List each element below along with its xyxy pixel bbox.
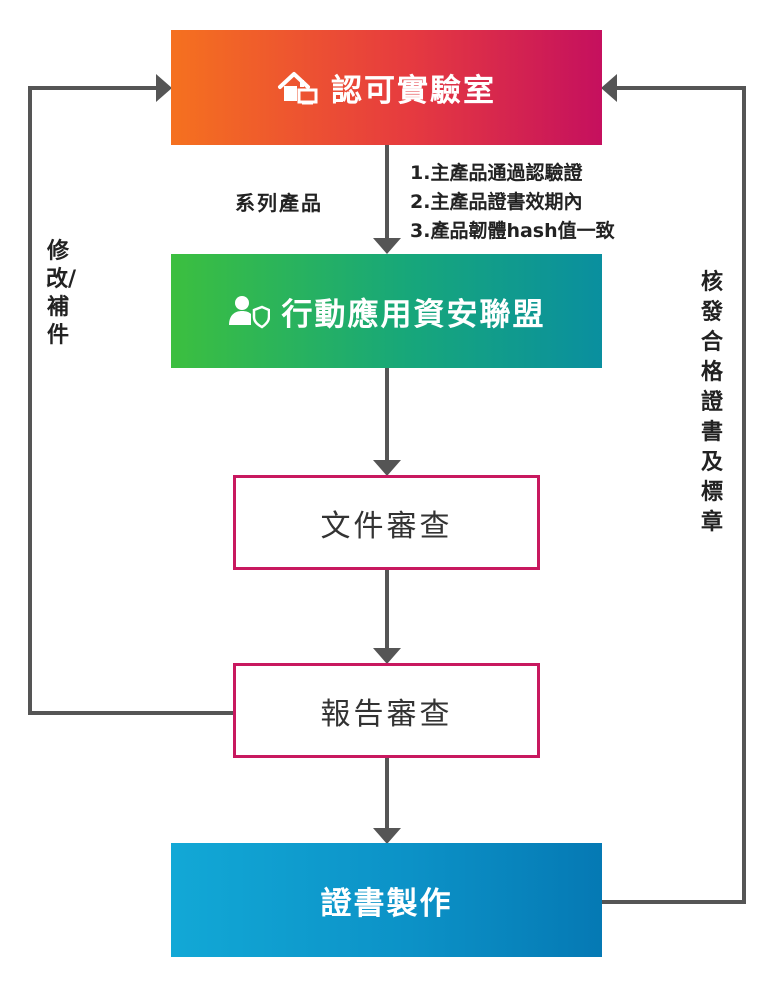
node-certificate-production-label: 證書製作: [320, 885, 453, 922]
house-icon: [277, 70, 319, 106]
user-shield-icon: [228, 293, 270, 329]
feedback-label: 修改/補件: [46, 239, 77, 348]
arrowhead-doc: [373, 460, 401, 476]
condition-item: 1.主產品通過認驗證: [410, 162, 583, 184]
issue-loop-line: [602, 86, 746, 904]
arrowhead-alliance: [373, 238, 401, 254]
node-accredited-lab-label: 認可實驗室: [331, 73, 496, 109]
arrowhead-cert: [373, 828, 401, 844]
condition-item: 2.主產品證書效期內: [410, 191, 583, 213]
arrowhead-report: [373, 648, 401, 664]
node-report-review-label: 報告審查: [320, 696, 453, 732]
issue-certificate-label: 核發合格證書及標章: [700, 270, 723, 535]
node-security-alliance: 行動應用資安聯盟: [171, 254, 602, 368]
arrowhead-issue: [601, 74, 617, 102]
node-security-alliance-label: 行動應用資安聯盟: [281, 296, 546, 333]
condition-item: 3.產品韌體hash值一致: [410, 220, 615, 242]
node-certificate-production: 證書製作: [171, 843, 602, 957]
condition-list: 1.主產品通過認驗證 2.主產品證書效期內 3.產品韌體hash值一致: [410, 159, 615, 246]
series-product-label: 系列產品: [235, 191, 323, 215]
node-report-review: 報告審查: [233, 663, 540, 758]
node-accredited-lab: 認可實驗室: [171, 30, 602, 145]
feedback-loop-line: [28, 86, 233, 715]
node-document-review: 文件審查: [233, 475, 540, 570]
node-document-review-label: 文件審查: [320, 508, 453, 544]
arrowhead-feedback: [156, 74, 172, 102]
